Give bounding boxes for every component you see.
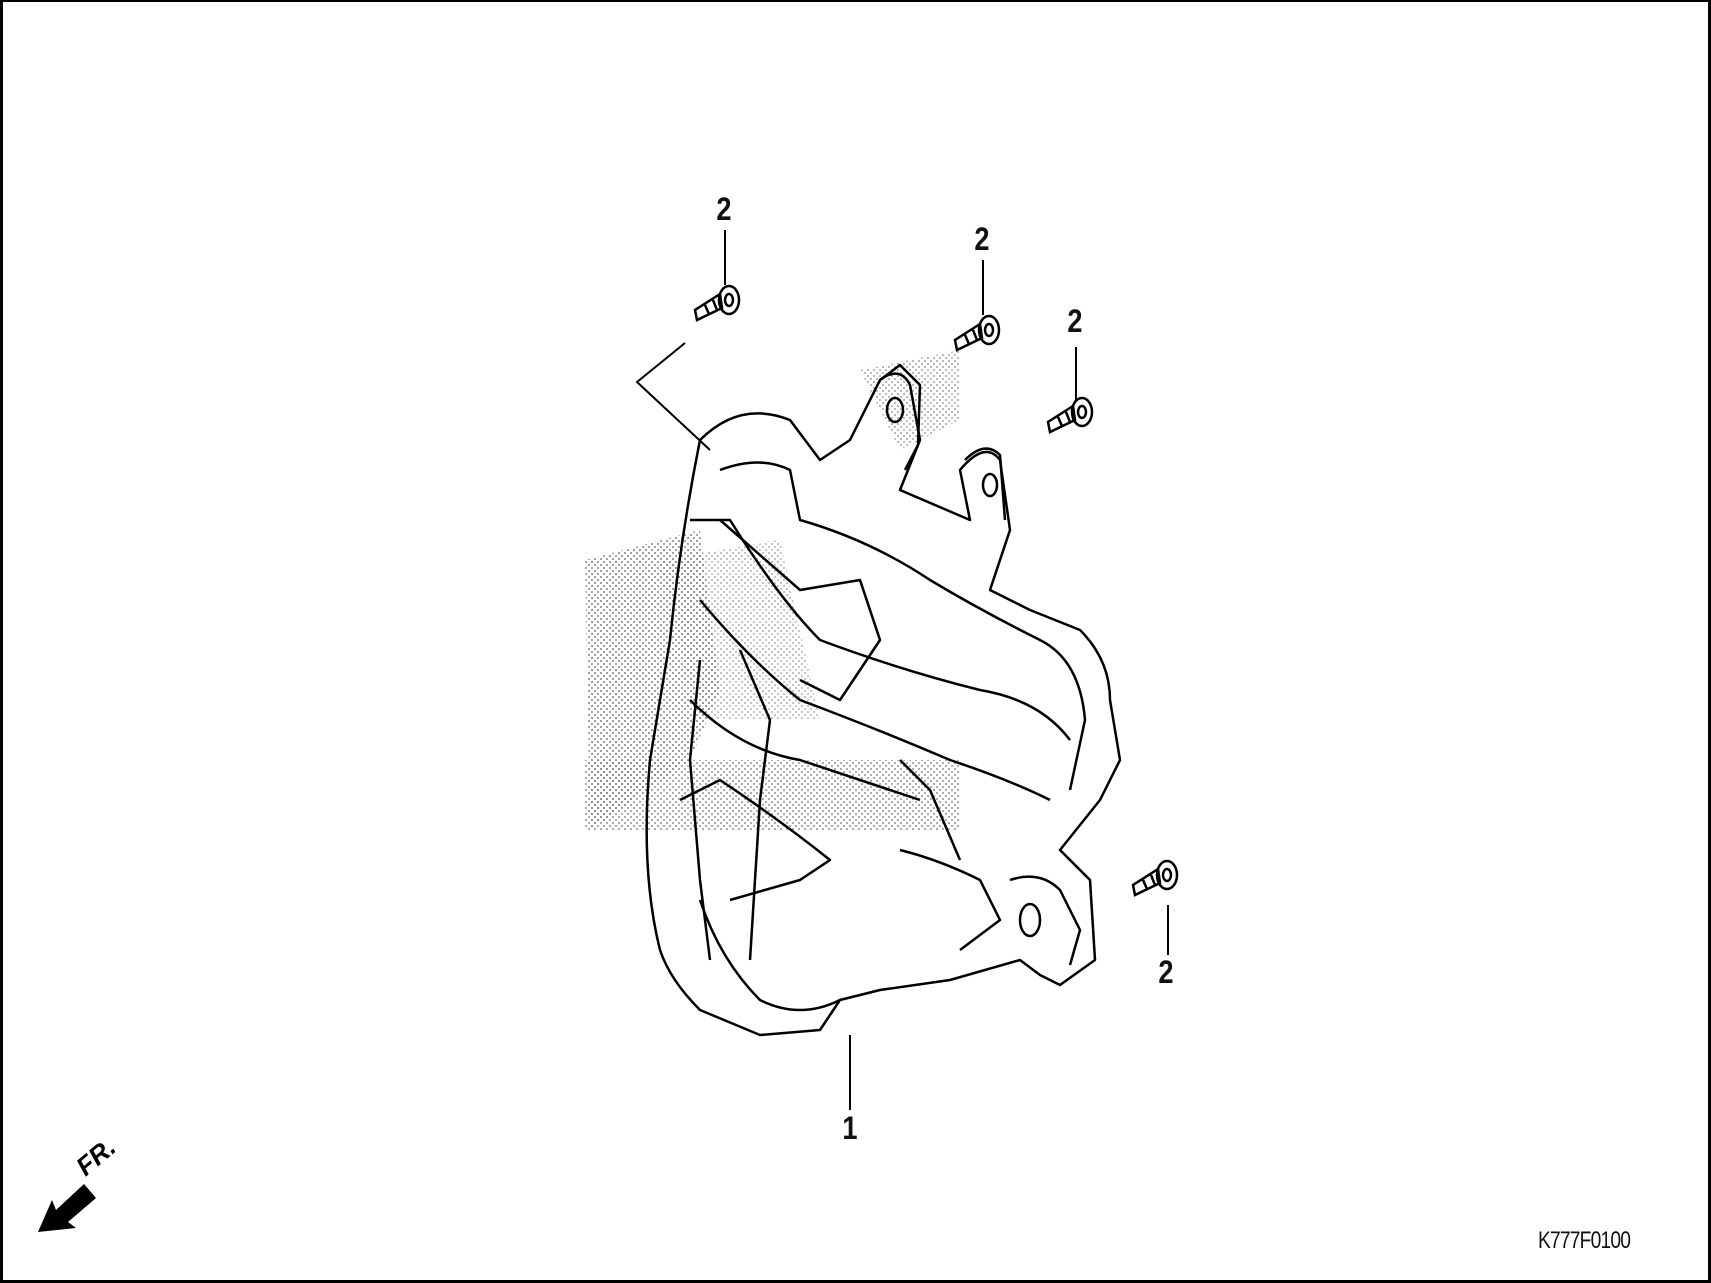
callout-screw-bottom-right: 2 [1158, 954, 1174, 990]
screw-top-right [1046, 396, 1094, 434]
screw-top-center [953, 314, 1001, 352]
headlight-unit [645, 363, 1122, 1037]
shading [585, 350, 960, 830]
callout-screw-top-left: 2 [716, 191, 732, 227]
screw-top-left [693, 284, 741, 322]
leader-lines [635, 230, 1169, 1110]
callout-screw-top-center: 2 [974, 221, 990, 257]
callout-headlight: 1 [842, 1110, 858, 1146]
diagram-code: K777F0100 [1538, 1227, 1631, 1254]
front-direction-arrow-icon [38, 1184, 96, 1232]
callout-screw-top-right: 2 [1067, 303, 1083, 339]
screw-bottom-right [1131, 859, 1179, 897]
